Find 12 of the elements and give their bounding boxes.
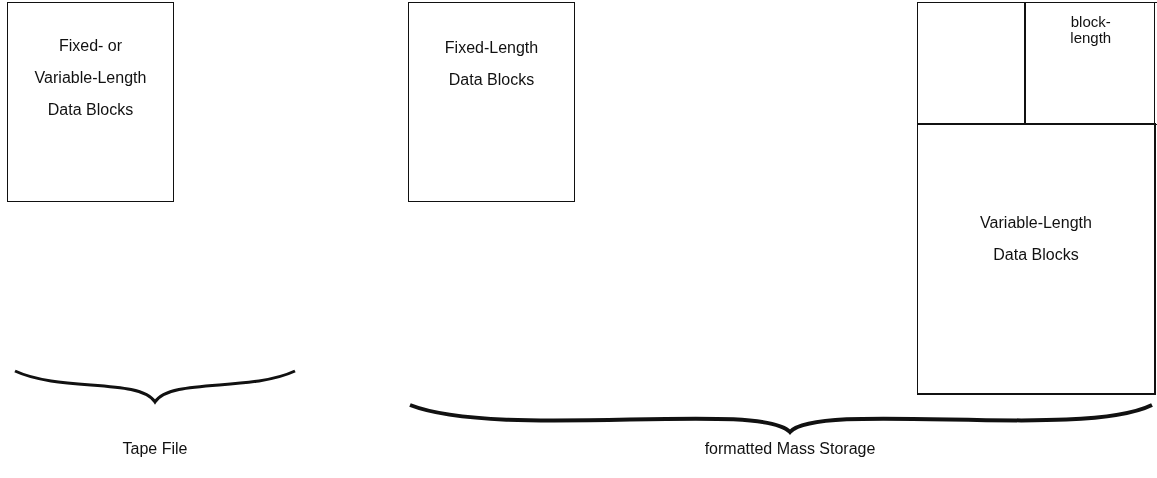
storage-box	[917, 2, 1155, 394]
text-box	[408, 2, 575, 202]
text-box	[916, 123, 1156, 395]
box-label: block-length	[1069, 14, 1113, 46]
empty-cell	[916, 1, 1026, 125]
brace-label: formatted Mass Storage	[704, 440, 876, 458]
box-label: Variable-Length Data Blocks	[979, 213, 1093, 265]
text-box	[1024, 1, 1157, 125]
box-label: Fixed-Length Data Blocks	[443, 38, 540, 90]
text-box	[7, 2, 174, 202]
box-label: Fixed- or Variable-Length Data Blocks	[33, 36, 148, 120]
brace-label: Tape File	[122, 440, 188, 458]
